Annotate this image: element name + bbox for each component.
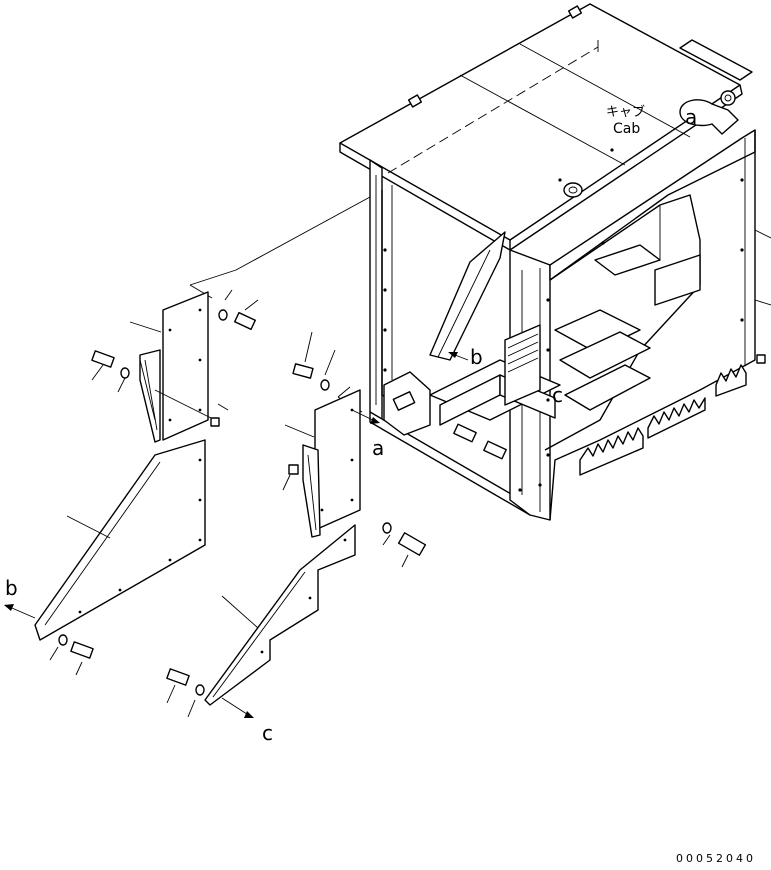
upper-left-cover-group xyxy=(91,289,259,443)
lower-left-side-plate xyxy=(4,439,206,676)
sawtooth-seal-strips xyxy=(579,354,766,476)
ref-label-c-cab: c xyxy=(552,383,563,407)
drawing-code: 00052040 xyxy=(676,852,756,865)
ref-label-a: a xyxy=(372,436,384,460)
arrow-b-cab xyxy=(448,352,458,358)
cab-label-japanese: キャブ xyxy=(606,104,645,120)
view-arrow-a xyxy=(679,99,739,135)
ref-label-a-top: a xyxy=(685,105,697,129)
lower-center-stepped-plate xyxy=(166,524,356,718)
center-cover-group xyxy=(282,331,427,568)
ref-label-b-cab: b xyxy=(470,345,483,369)
ref-label-c-bottom: c xyxy=(262,721,273,745)
ref-label-b-left: b xyxy=(5,576,18,600)
cab-label-english: Cab xyxy=(613,121,640,137)
cab-assembly xyxy=(339,3,771,521)
